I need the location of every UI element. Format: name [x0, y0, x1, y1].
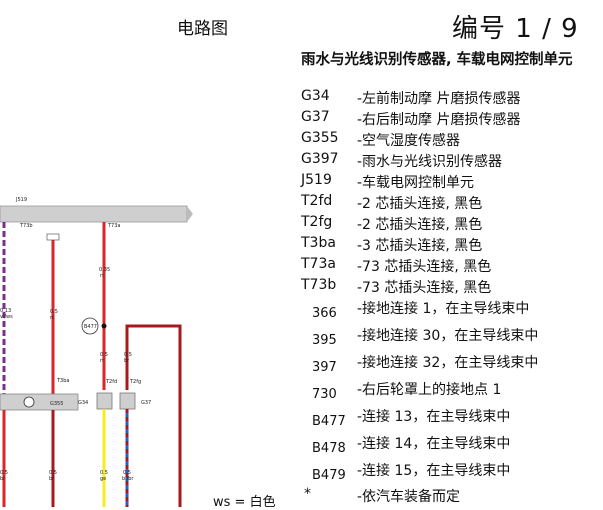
legend-row: G355 -空气湿度传感器 [0, 130, 603, 152]
legend-desc: -2 芯插头连接, 黑色 [357, 217, 483, 233]
legend-desc: -连接 14，在主导线束中 [357, 436, 511, 452]
wire-size-label: 0.13 [0, 308, 11, 314]
wire-color-label: vi/ws [0, 314, 13, 320]
wire-dark-red [125, 324, 182, 507]
legend-desc: -接地连接 32，在主导线束中 [357, 355, 539, 371]
connector-label: T3ba [56, 378, 69, 384]
diagram-title: 电路图 [177, 19, 228, 39]
legend-desc: -连接 13，在主导线束中 [357, 409, 511, 425]
connector-label: T73a [107, 223, 120, 229]
legend-code: * [304, 486, 311, 502]
legend-row: T73a -73 芯插头连接, 黑色 [0, 256, 603, 278]
legend-row: T2fg -2 芯插头连接, 黑色 [0, 214, 603, 236]
bus-label: J519 [15, 197, 27, 203]
legend-code: 730 [312, 387, 337, 402]
legend-code: T73b [301, 277, 337, 293]
legend-desc: -雨水与光线识别传感器 [357, 154, 503, 170]
wire-size-label: 0.35 [99, 267, 110, 273]
legend-desc: -依汽车装备而定 [357, 489, 461, 505]
legend-row: T73b -73 芯插头连接, 黑色 [0, 277, 603, 299]
g355-label: G355 [50, 401, 63, 407]
j519-bus [0, 205, 188, 223]
wire-color-label: br [49, 476, 55, 482]
g34-box [96, 392, 113, 410]
wiring-diagram: J519 0.13 vi/ws 0.5 rt G355 T3ba 0.5 br … [0, 197, 193, 507]
legend-row: 730 -右后轮罩上的接地点 1 [0, 379, 603, 402]
legend-row: B477 -连接 13，在主导线束中 [0, 406, 603, 429]
wire-size-label: 0.5 [100, 470, 108, 476]
legend-row: 397 -接地连接 32，在主导线束中 [0, 352, 603, 375]
legend-row: 366 -接地连接 1，在主导线束中 [0, 298, 603, 321]
page-number: 编号 1 / 9 [452, 14, 579, 44]
legend-code: T73a [301, 256, 336, 272]
legend-row: B478 -连接 14，在主导线束中 [0, 433, 603, 456]
legend-row: B479 -连接 15，在主导线束中 [0, 460, 603, 483]
wire-color-key: ws = 白色 [213, 495, 276, 510]
wire-color-label: rt [50, 315, 54, 321]
connector-label: T2fd [105, 379, 117, 385]
legend-code: T3ba [301, 235, 336, 251]
legend-desc: -73 芯插头连接, 黑色 [357, 280, 492, 296]
connector-label: T2fg [129, 379, 141, 385]
legend-row: G34 -左前制动摩 片磨损传感器 [0, 88, 603, 110]
sensor-icon [23, 396, 35, 408]
g34-label: G34 [78, 400, 88, 406]
legend-desc: -接地连接 1，在主导线束中 [357, 301, 530, 317]
wire-color-label: rt [100, 358, 104, 364]
wire-size-label: 0.5 [123, 470, 131, 476]
bus-arrow-icon [187, 206, 193, 222]
legend-desc: -右后制动摩 片磨损传感器 [357, 112, 521, 128]
legend-code: J519 [301, 172, 332, 188]
legend-row: G37 -右后制动摩 片磨损传感器 [0, 109, 603, 131]
wire-size-label: 0.5 [0, 470, 8, 476]
legend-row: T2fd -2 芯插头连接, 黑色 [0, 193, 603, 215]
fuse-icon [46, 233, 60, 241]
legend-code: G355 [301, 130, 339, 146]
legend-desc: -73 芯插头连接, 黑色 [357, 259, 492, 275]
wire-size-label: 0.5 [49, 470, 57, 476]
g37-label: G37 [141, 400, 151, 406]
legend-code: 397 [312, 360, 337, 375]
wire-color-label: ge [100, 476, 106, 482]
legend-code: B477 [312, 414, 346, 429]
legend-desc: -2 芯插头连接, 黑色 [357, 196, 483, 212]
legend-desc: -车载电网控制单元 [357, 175, 475, 191]
legend-row: * -依汽车装备而定 [0, 486, 603, 508]
connector-label: T73b [19, 223, 33, 229]
g37-box [119, 392, 136, 410]
wire-color-label: br [124, 358, 130, 364]
g355-box [0, 393, 79, 411]
legend-desc: -右后轮罩上的接地点 1 [357, 382, 502, 398]
legend-desc: -3 芯插头连接, 黑色 [357, 238, 483, 254]
legend-heading: 雨水与光线识别传感器, 车载电网控制单元 [301, 52, 573, 68]
legend-desc: -左前制动摩 片磨损传感器 [357, 91, 521, 107]
legend-code: G37 [301, 109, 330, 125]
junction-b477-icon [81, 317, 99, 335]
legend-code: B479 [312, 468, 346, 483]
wire-size-label: 0.5 [50, 309, 58, 315]
wire-size-label: 0.5 [124, 352, 132, 358]
legend-row: 395 -接地连接 30，在主导线束中 [0, 325, 603, 348]
legend-desc: -空气湿度传感器 [357, 133, 461, 149]
legend-code: 366 [312, 306, 337, 321]
legend-row: T3ba -3 芯插头连接, 黑色 [0, 235, 603, 257]
junction-dot-icon [101, 323, 107, 329]
legend-code: T2fd [301, 193, 333, 209]
legend-code: 395 [312, 333, 337, 348]
junction-label: B477 [84, 324, 97, 330]
legend-desc: -连接 15，在主导线束中 [357, 463, 511, 479]
wire-color-label: rt [100, 273, 104, 279]
legend-row: J519 -车载电网控制单元 [0, 172, 603, 194]
legend-desc: -接地连接 30，在主导线束中 [357, 328, 539, 344]
legend-row: G397 -雨水与光线识别传感器 [0, 151, 603, 173]
wire-size-label: 0.5 [100, 352, 108, 358]
legend-code: B478 [312, 441, 346, 456]
legend-code: G397 [301, 151, 339, 167]
legend-code: G34 [301, 88, 330, 104]
legend-code: T2fg [301, 214, 333, 230]
wire-color-label: bl/br [122, 476, 134, 482]
wire-color-label: br [0, 476, 6, 482]
